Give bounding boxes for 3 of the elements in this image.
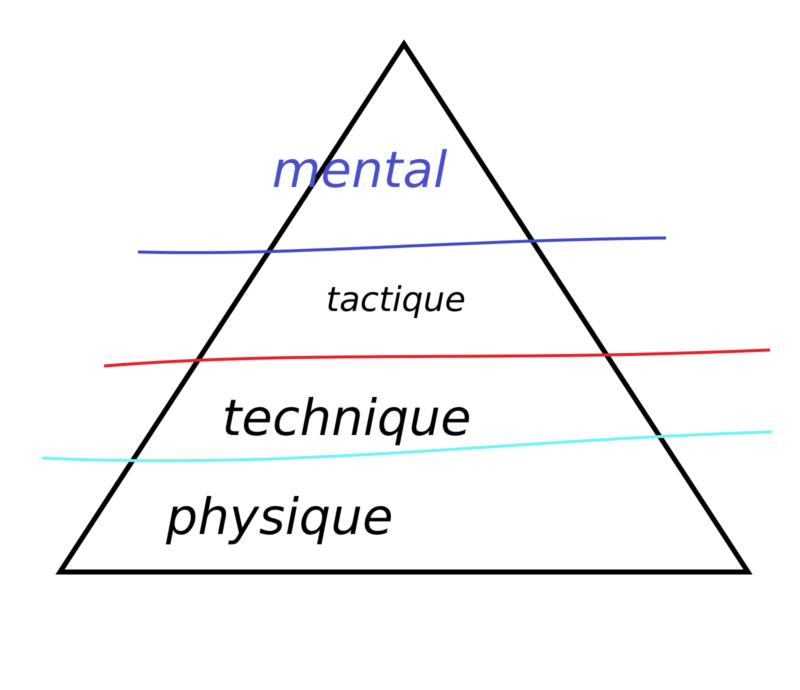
- level-label: physique: [166, 492, 394, 542]
- level-label: tactique: [326, 283, 466, 317]
- level-label: technique: [222, 393, 472, 443]
